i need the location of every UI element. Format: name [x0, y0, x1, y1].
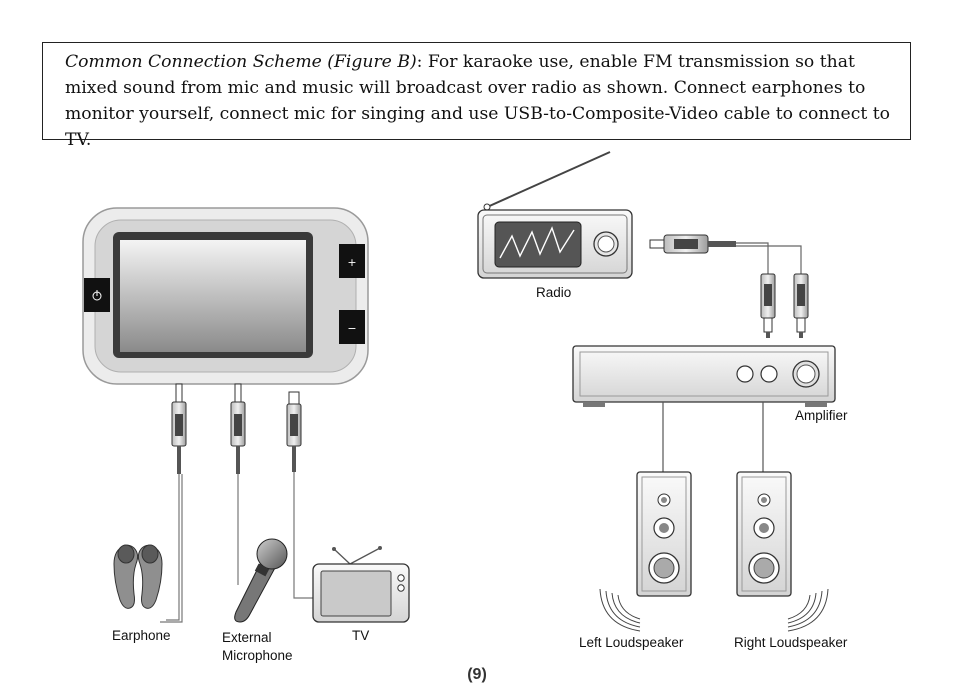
amplifier-label: Amplifier [795, 408, 848, 423]
microphone [234, 538, 288, 623]
right-loudspeaker [736, 471, 792, 597]
volume-down-button[interactable]: − [339, 310, 365, 344]
tv-set [312, 546, 410, 623]
tv-label: TV [352, 628, 369, 643]
plus-icon: + [347, 256, 356, 269]
page-number: (9) [467, 666, 487, 683]
rca-plug-left [760, 273, 776, 338]
earphones [113, 544, 163, 609]
amplifier [572, 345, 836, 407]
caption-box: Common Connection Scheme (Figure B): For… [42, 42, 911, 150]
minus-icon: − [347, 322, 356, 335]
volume-up-button[interactable]: + [339, 244, 365, 278]
earphone-label: Earphone [112, 628, 171, 643]
device-screen [120, 240, 306, 352]
left-loudspeaker [636, 471, 692, 597]
power-button[interactable] [84, 278, 110, 312]
power-icon [92, 290, 102, 301]
radio-audio-plug [649, 234, 736, 254]
usb-video-plug [286, 391, 302, 472]
radio [477, 151, 633, 279]
microphone-plug [230, 383, 246, 474]
microphone-label-line1: External [222, 630, 272, 645]
caption-body: : For karaoke use, enable FM transmissio… [65, 52, 890, 150]
right-loudspeaker-label: Right Loudspeaker [734, 635, 848, 650]
right-sound-waves [787, 588, 829, 632]
media-player-device: + − [82, 207, 369, 385]
microphone-label-line2: Microphone [222, 648, 293, 663]
radio-label: Radio [536, 285, 571, 300]
earphone-plug [171, 383, 187, 474]
left-loudspeaker-label: Left Loudspeaker [579, 635, 684, 650]
caption-title: Common Connection Scheme (Figure B) [65, 52, 417, 72]
rca-plug-right [793, 273, 809, 338]
left-sound-waves [599, 588, 641, 632]
